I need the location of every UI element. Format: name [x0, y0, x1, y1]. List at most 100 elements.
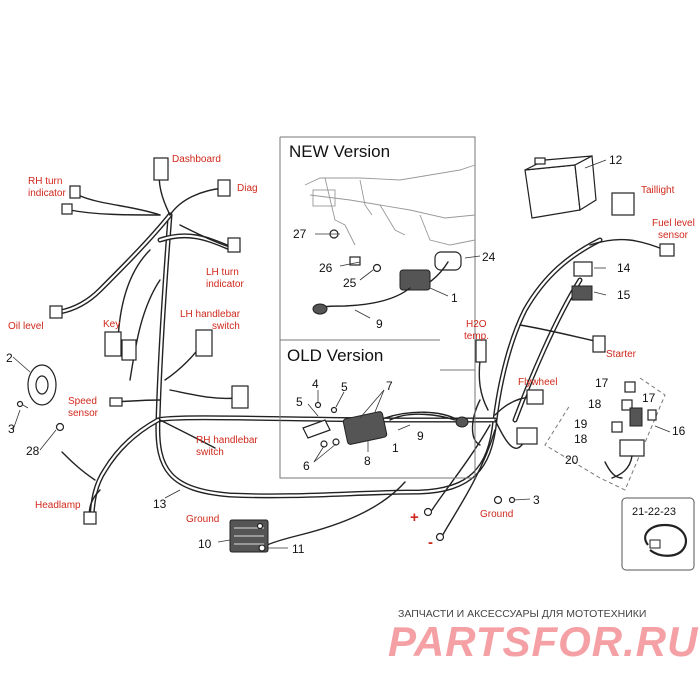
fuel-level-connector	[659, 243, 675, 257]
part-number-9-old: 9	[417, 429, 424, 443]
callout-diag: Diag	[237, 183, 258, 194]
callout-rh-switch-line2: switch	[196, 447, 224, 458]
relay-15	[571, 285, 593, 301]
voltage-regulator	[229, 519, 269, 553]
relay-14	[573, 261, 593, 277]
callout-speed-line1: Speed	[68, 396, 97, 407]
ground-bolt-right	[493, 495, 503, 505]
callout-ground-left: Ground	[186, 514, 219, 525]
lh-switch-connector	[195, 329, 213, 357]
callout-h2o-line2: temp.	[464, 331, 489, 342]
clip-18a	[621, 399, 633, 411]
callout-dashboard: Dashboard	[172, 154, 221, 165]
harness-connector-right	[516, 427, 538, 445]
part-number-4: 4	[312, 377, 319, 391]
part-number-6: 6	[303, 459, 310, 473]
oil-level-connector	[49, 305, 63, 319]
part-number-1-old: 1	[392, 441, 399, 455]
part-number-25: 25	[343, 276, 357, 290]
part-number-19: 19	[574, 417, 588, 431]
part-number-2: 2	[6, 351, 13, 365]
leader-lines	[12, 159, 671, 549]
key-connector	[104, 331, 122, 357]
relays	[571, 261, 593, 301]
rh-turn-connector-a	[69, 185, 81, 199]
part-number-28: 28	[26, 444, 40, 458]
new-version-title: NEW Version	[289, 142, 390, 161]
part-number-11: 11	[292, 542, 305, 556]
clip-17b	[647, 409, 657, 421]
part-number-20: 20	[565, 453, 579, 467]
speed-sensor-connector	[109, 397, 123, 407]
horn	[16, 364, 65, 432]
watermark-tagline: ЗАПЧАСТИ И АКСЕССУАРЫ ДЛЯ МОТОТЕХНИКИ	[398, 608, 646, 620]
old-version-title: OLD Version	[287, 346, 383, 365]
starter-connector	[592, 335, 606, 353]
callout-lh-switch-line1: LH handlebar	[180, 309, 241, 320]
callout-fuel-line2: sensor	[658, 230, 689, 241]
screw-25	[372, 263, 382, 273]
callout-ground-right: Ground	[480, 509, 513, 520]
part-number-9-new: 9	[376, 317, 383, 331]
part-number-10: 10	[198, 537, 212, 551]
callout-key: Key	[103, 319, 120, 330]
ecu-old-1	[342, 411, 388, 445]
callout-flywheel: Flywheel	[518, 377, 557, 388]
old-version-box	[279, 339, 476, 479]
part-number-18-b: 18	[574, 432, 588, 446]
callout-plus: +	[410, 509, 419, 526]
part-number-5-b: 5	[296, 395, 303, 409]
callout-fuel-line1: Fuel level	[652, 218, 695, 229]
key-connector-2	[121, 339, 137, 361]
part-number-3-right: 3	[533, 493, 540, 507]
part-number-7: 7	[386, 379, 393, 393]
flywheel-connector	[526, 389, 544, 405]
part-number-12: 12	[609, 153, 623, 167]
dashboard-connector	[153, 157, 169, 181]
callout-headlamp: Headlamp	[35, 500, 81, 511]
callout-minus: -	[428, 534, 433, 551]
callout-speed-line2: sensor	[68, 408, 99, 419]
watermark-brand: PARTSFOR.RU	[388, 618, 699, 665]
callout-lh-turn-line1: LH turn	[206, 267, 239, 278]
part-number-27: 27	[293, 227, 307, 241]
relay-19	[629, 407, 643, 427]
rh-switch-connector	[231, 385, 249, 409]
callout-taillight: Taillight	[641, 185, 675, 196]
part-number-1-new: 1	[451, 291, 458, 305]
part-number-14: 14	[617, 261, 631, 275]
part-number-24: 24	[482, 250, 496, 264]
callout-rh-turn-line2: indicator	[28, 188, 66, 199]
part-number-16: 16	[672, 424, 686, 438]
part-number-18-a: 18	[588, 397, 602, 411]
part-number-17-a: 17	[595, 376, 609, 390]
lh-turn-connector	[227, 237, 241, 253]
diag-connector	[217, 179, 231, 197]
battery-terminals	[423, 495, 516, 542]
callout-rh-turn-line1: RH turn	[28, 176, 62, 187]
clip-18b	[611, 421, 623, 433]
h2o-temp-sensor	[475, 339, 487, 363]
taillight-connector	[611, 192, 635, 216]
callout-h2o-line1: H2O	[466, 319, 487, 330]
callout-lh-turn-line2: indicator	[206, 279, 244, 290]
part-number-17-b: 17	[642, 391, 656, 405]
right-exploded-group	[544, 377, 666, 491]
main-harness	[57, 212, 603, 518]
part-number-5-a: 5	[341, 380, 348, 394]
bracket-6	[302, 419, 331, 439]
part-number-3-left: 3	[8, 422, 15, 436]
battery	[524, 155, 597, 219]
ground-bolt-28	[55, 422, 65, 432]
callout-rh-switch-line1: RH handlebar	[196, 435, 258, 446]
connectors	[49, 157, 675, 525]
callout-lh-switch-line2: switch	[212, 321, 240, 332]
part-number-8: 8	[364, 454, 371, 468]
rh-turn-connector-b	[61, 203, 73, 215]
sensor-24	[434, 251, 462, 271]
new-version-box	[279, 136, 481, 371]
headlamp-connector	[83, 511, 97, 525]
fuse-box-20	[619, 439, 645, 457]
part-number-26: 26	[319, 261, 333, 275]
